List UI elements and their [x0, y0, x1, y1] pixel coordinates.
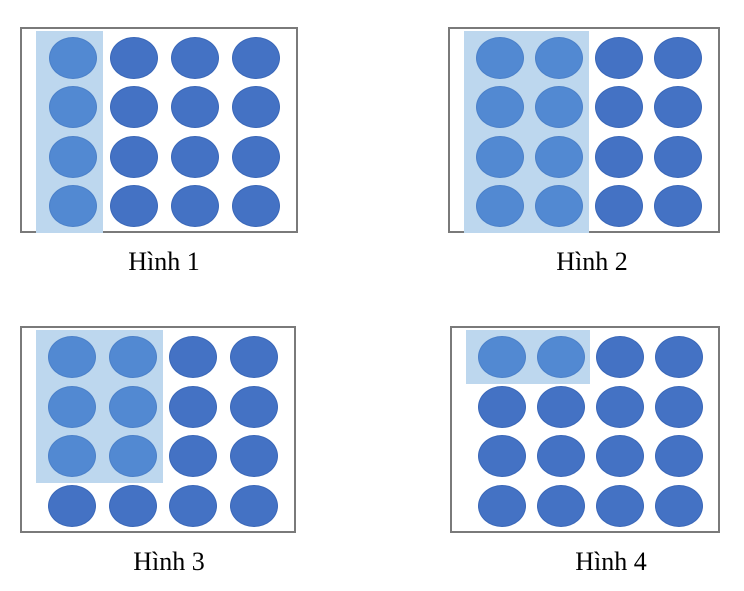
figure-3-box	[20, 326, 296, 533]
dot-highlighted	[48, 185, 97, 228]
figure-4-dot-grid	[452, 328, 718, 531]
dot	[594, 135, 643, 178]
dot-highlighted	[48, 335, 97, 378]
figure-4-caption: Hình 4	[575, 547, 647, 576]
dot	[536, 385, 585, 428]
dot	[536, 435, 585, 478]
dot	[595, 485, 644, 528]
dot	[229, 435, 278, 478]
figure-3-caption: Hình 3	[133, 547, 205, 576]
figure-1: Hình 1	[20, 27, 298, 277]
dot	[594, 86, 643, 129]
dot-highlighted	[535, 185, 584, 228]
dot	[48, 485, 97, 528]
dot	[231, 135, 280, 178]
dot-highlighted	[535, 86, 584, 129]
dot	[231, 185, 280, 228]
figure-2-box	[448, 27, 720, 233]
dot	[654, 335, 703, 378]
dot	[170, 135, 219, 178]
dot-highlighted	[108, 385, 157, 428]
dot	[536, 485, 585, 528]
dot-highlighted	[535, 135, 584, 178]
dot	[477, 435, 526, 478]
figure-1-dot-grid	[22, 29, 296, 231]
dot	[477, 385, 526, 428]
figure-1-box	[20, 27, 298, 233]
dot-highlighted	[475, 135, 524, 178]
dot	[169, 435, 218, 478]
figure-3: Hình 3	[20, 326, 296, 577]
dot-highlighted	[108, 335, 157, 378]
dot	[109, 185, 158, 228]
dot	[654, 435, 703, 478]
dot	[654, 185, 703, 228]
dot	[169, 335, 218, 378]
dot-highlighted	[48, 86, 97, 129]
dot	[109, 86, 158, 129]
dot	[170, 86, 219, 129]
dot	[654, 86, 703, 129]
dot-highlighted	[535, 36, 584, 79]
figure-2-dot-grid	[450, 29, 718, 231]
dot	[654, 135, 703, 178]
dot	[229, 335, 278, 378]
figure-4: Hình 4	[450, 326, 720, 577]
figure-4-box	[450, 326, 720, 533]
dot	[108, 485, 157, 528]
dot	[477, 485, 526, 528]
dot	[170, 36, 219, 79]
dot-highlighted	[475, 185, 524, 228]
dot	[109, 36, 158, 79]
dot	[169, 385, 218, 428]
dot	[229, 485, 278, 528]
dot	[594, 36, 643, 79]
dot	[595, 385, 644, 428]
dot	[231, 36, 280, 79]
dot	[654, 36, 703, 79]
dot-highlighted	[108, 435, 157, 478]
dot-highlighted	[48, 135, 97, 178]
dot	[170, 185, 219, 228]
dot-highlighted	[536, 335, 585, 378]
figure-2: Hình 2	[448, 27, 720, 277]
dot-highlighted	[475, 86, 524, 129]
dot-highlighted	[48, 385, 97, 428]
dot	[595, 435, 644, 478]
dot	[595, 335, 644, 378]
figure-3-dot-grid	[22, 328, 294, 531]
dot-highlighted	[477, 335, 526, 378]
dot-highlighted	[475, 36, 524, 79]
dot	[169, 485, 218, 528]
dot	[654, 485, 703, 528]
dot	[654, 385, 703, 428]
dot	[229, 385, 278, 428]
figure-2-caption: Hình 2	[556, 247, 628, 276]
dot	[109, 135, 158, 178]
dot	[594, 185, 643, 228]
dot-highlighted	[48, 435, 97, 478]
dot-highlighted	[48, 36, 97, 79]
figure-1-caption: Hình 1	[128, 247, 200, 276]
dot	[231, 86, 280, 129]
